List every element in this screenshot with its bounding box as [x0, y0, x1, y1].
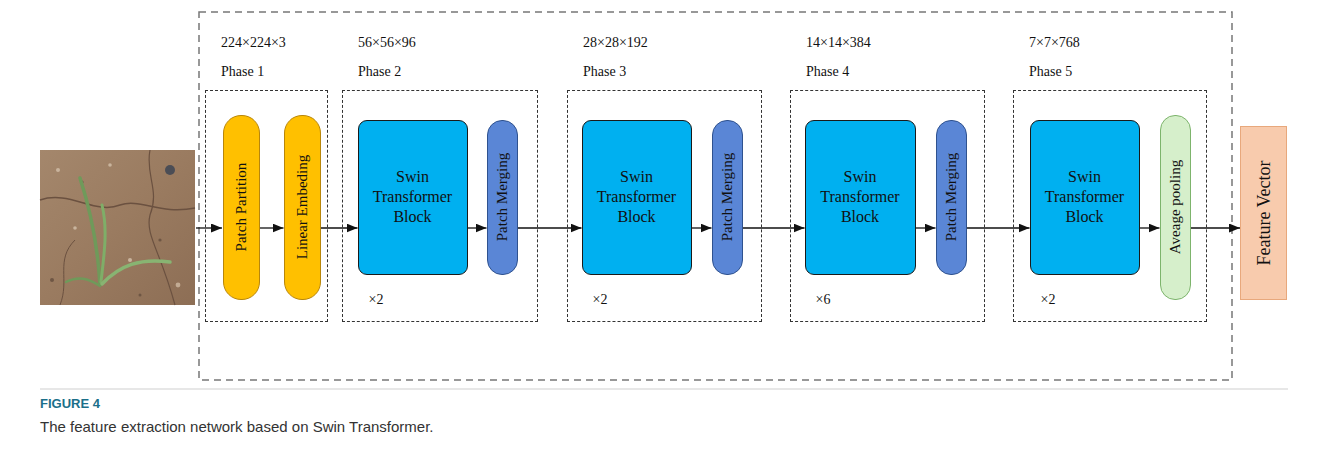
input-image: [40, 150, 195, 305]
flow-arrow: [692, 227, 712, 228]
dimension-label: 224×224×3: [221, 35, 286, 51]
flow-arrow: [518, 227, 582, 228]
phase-label: Phase 3: [583, 64, 626, 80]
swin-block: Swin Transformer Block×6: [805, 120, 916, 275]
block-label: Swin Transformer Block: [583, 161, 691, 233]
repeat-count: ×6: [816, 292, 831, 308]
repeat-count: ×2: [593, 292, 608, 308]
swin-block: Swin Transformer Block×2: [1030, 120, 1140, 275]
node-label: Patch Merging: [719, 153, 736, 241]
phase-group: 14×14×384Phase 4Swin Transformer Block×6…: [790, 90, 985, 322]
feature-vector-box: Feature Vector: [1240, 126, 1287, 300]
swin-block: Swin Transformer Block×2: [358, 120, 468, 275]
patch-merging-pill: Patch Merging: [487, 120, 518, 275]
dimension-label: 7×7×768: [1029, 35, 1080, 51]
patch-merging-pill: Patch Merging: [936, 120, 967, 275]
embedding-pill: Patch Partition: [223, 115, 260, 300]
node-label: Linear Embeding: [294, 155, 311, 260]
flow-arrow: [321, 227, 358, 228]
phase-group: 56×56×96Phase 2Swin Transformer Block×2P…: [342, 90, 538, 322]
outer-frame: [199, 12, 1232, 380]
repeat-count: ×2: [369, 292, 384, 308]
phase-group: 224×224×3Phase 1Patch PartitionLinear Em…: [205, 90, 328, 322]
flow-arrow: [260, 227, 284, 228]
phase-label: Phase 5: [1029, 64, 1072, 80]
pooling-pill: Aveage pooling: [1160, 115, 1191, 300]
node-label: Patch Merging: [494, 153, 511, 241]
phase-group: 7×7×768Phase 5Swin Transformer Block×2Av…: [1013, 90, 1207, 322]
flow-arrow: [1191, 227, 1241, 228]
block-label: Swin Transformer Block: [806, 161, 915, 233]
flow-arrow: [468, 227, 487, 228]
dimension-label: 28×28×192: [583, 35, 648, 51]
flow-arrow: [1140, 227, 1160, 228]
block-label: Swin Transformer Block: [1031, 161, 1139, 233]
node-label: Patch Partition: [233, 163, 250, 252]
flow-arrow: [743, 227, 805, 228]
caption-rule: [40, 389, 1288, 390]
node-label: Patch Merging: [943, 153, 960, 241]
phase-group: 28×28×192Phase 3Swin Transformer Block×2…: [567, 90, 762, 322]
figure-number: FIGURE 4: [40, 396, 100, 411]
caption: The feature extraction network based on …: [40, 418, 434, 435]
flow-arrow: [967, 227, 1030, 228]
phase-label: Phase 1: [221, 64, 264, 80]
dimension-label: 14×14×384: [806, 35, 871, 51]
embedding-pill: Linear Embeding: [284, 115, 321, 300]
repeat-count: ×2: [1041, 292, 1056, 308]
node-label: Aveage pooling: [1167, 160, 1184, 254]
dimension-label: 56×56×96: [358, 35, 416, 51]
flow-arrow: [916, 227, 936, 228]
phase-label: Phase 2: [358, 64, 401, 80]
patch-merging-pill: Patch Merging: [712, 120, 743, 275]
swin-block: Swin Transformer Block×2: [582, 120, 692, 275]
node-label: Feature Vector: [1253, 160, 1274, 265]
input-arrow: [196, 227, 222, 228]
block-label: Swin Transformer Block: [359, 161, 467, 233]
phase-label: Phase 4: [806, 64, 849, 80]
